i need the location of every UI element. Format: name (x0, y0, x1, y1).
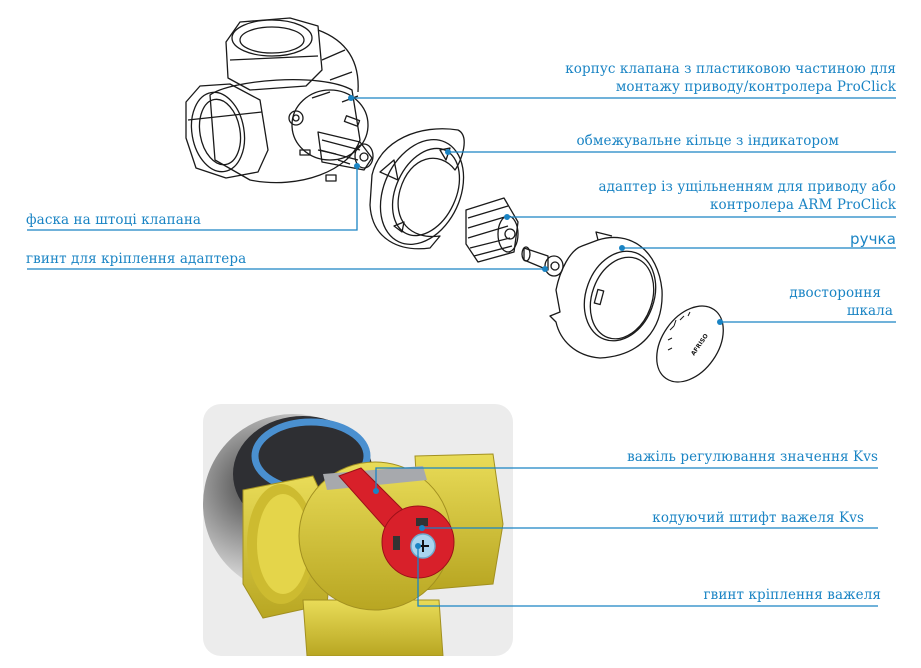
callout-dot (504, 214, 510, 220)
callout-dot (717, 319, 723, 325)
scale-disc-drawing (656, 305, 724, 383)
label-handle: ручка (850, 230, 896, 248)
callout-dot (619, 245, 625, 251)
label-line: корпус клапана з пластиковою частиною дл… (565, 61, 896, 77)
label-line: двостороння (789, 285, 881, 301)
label-scale: двостороння шкала (789, 284, 893, 320)
valve-body-drawing (185, 17, 374, 184)
valve-photo (203, 414, 504, 656)
label-line: кодуючий штифт важеля Kvs (652, 510, 864, 526)
label-line: фаска на штоці клапана (26, 212, 202, 228)
callout-dot (542, 266, 548, 272)
label-line: шкала (846, 303, 893, 319)
adapter-screw-drawing (521, 246, 564, 277)
label-lever-screw: гвинт кріплення важеля (703, 586, 881, 604)
label-line: обмежувальне кільце з індикатором (576, 133, 839, 149)
label-adapter: адаптер із ущільненням для приводу або к… (598, 178, 896, 214)
callout-dot (348, 95, 354, 101)
label-kvs-lever: важіль регулювання значення Kvs (627, 448, 878, 466)
label-adapter-screw: гвинт для кріплення адаптера (26, 250, 246, 268)
label-stem-chamfer: фаска на штоці клапана (26, 211, 201, 229)
valve-photo-card (203, 404, 513, 656)
adapter-drawing (465, 197, 519, 263)
label-line: адаптер із ущільненням для приводу або (598, 179, 896, 195)
label-coding-pin: кодуючий штифт важеля Kvs (652, 509, 864, 527)
afriso-logo: AFRISO (690, 333, 710, 358)
label-line: гвинт для кріплення адаптера (26, 251, 247, 267)
callout-dot (445, 149, 451, 155)
limit-ring-drawing (369, 128, 465, 250)
exploded-view-drawing: AFRISO (27, 17, 896, 383)
label-limit-ring: обмежувальне кільце з індикатором (576, 132, 839, 150)
label-line: монтажу приводу/контролера ProClick (615, 79, 896, 95)
label-line: важіль регулювання значення Kvs (627, 449, 878, 465)
label-line: контролера ARM ProClick (709, 197, 896, 213)
label-line: гвинт кріплення важеля (703, 587, 881, 603)
callout-dot (354, 163, 360, 169)
label-valve-body: корпус клапана з пластиковою частиною дл… (565, 60, 896, 96)
label-line: ручка (849, 230, 896, 248)
handle-drawing (549, 231, 663, 359)
leader-stem-chamfer (27, 166, 358, 231)
